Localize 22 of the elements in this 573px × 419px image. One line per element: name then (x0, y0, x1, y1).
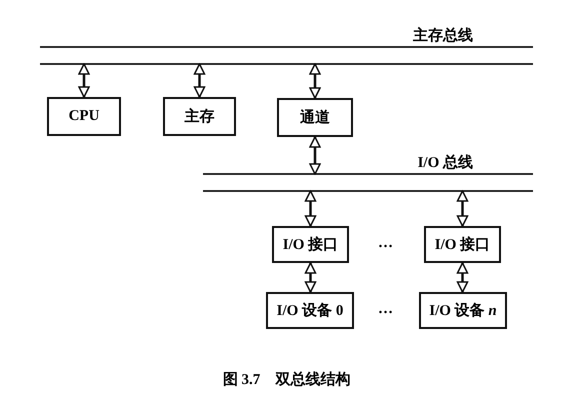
module-box: CPU (47, 97, 121, 136)
module-box: I/O 设备 n (419, 292, 507, 329)
ellipsis: … (378, 301, 393, 318)
double-arrow (456, 262, 468, 293)
bus-label: I/O 总线 (418, 153, 473, 172)
bus-band (40, 26, 533, 66)
module-box: 主存 (163, 97, 236, 136)
double-arrow (456, 190, 468, 227)
double-arrow (309, 63, 321, 99)
double-arrow (304, 190, 316, 227)
double-arrow (309, 136, 321, 175)
ellipsis: … (378, 235, 393, 252)
double-arrow (304, 262, 316, 293)
module-box: 通道 (277, 98, 353, 137)
bus-label: 主存总线 (413, 26, 473, 45)
module-box: I/O 接口 (272, 226, 349, 263)
figure-caption: 图 3.7 双总线结构 (222, 370, 352, 389)
module-box: I/O 接口 (424, 226, 501, 263)
double-arrow (78, 63, 90, 98)
bus-band (203, 153, 533, 193)
module-box: I/O 设备 0 (266, 292, 354, 329)
double-arrow (194, 63, 206, 98)
